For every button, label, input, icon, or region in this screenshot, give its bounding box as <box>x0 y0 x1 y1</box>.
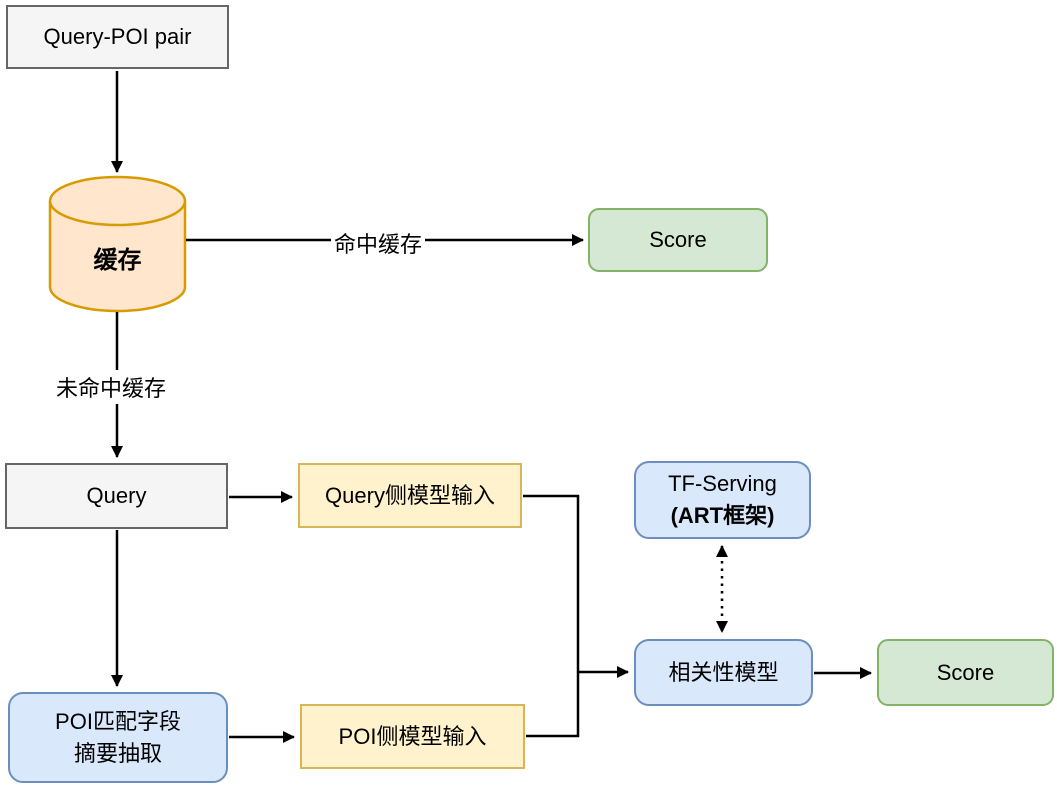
node-query-side-model-input-label: Query侧模型输入 <box>325 482 495 508</box>
node-poi-field-summary-extract-line2: 摘要抽取 <box>73 740 162 766</box>
node-score-final: Score <box>877 639 1054 706</box>
node-tf-serving: TF-Serving (ART框架) <box>634 461 811 539</box>
node-query-poi-pair-label: Query-POI pair <box>43 24 192 50</box>
edge-label-cache-miss: 未命中缓存 <box>53 370 170 404</box>
node-relevance-model: 相关性模型 <box>634 639 813 706</box>
node-relevance-model-label: 相关性模型 <box>668 659 779 685</box>
node-poi-field-summary-extract: POI匹配字段 摘要抽取 <box>8 692 228 783</box>
node-tf-serving-line1: TF-Serving <box>668 471 777 497</box>
node-poi-side-model-input: POI侧模型输入 <box>300 704 525 769</box>
node-cache-label: 缓存 <box>93 247 142 274</box>
node-query-poi-pair: Query-POI pair <box>6 5 229 69</box>
cache-cylinder-shape <box>48 175 187 313</box>
node-query-label: Query <box>86 483 147 509</box>
node-poi-side-model-input-label: POI侧模型输入 <box>338 723 487 749</box>
edge-label-cache-hit: 命中缓存 <box>331 226 426 260</box>
node-score-final-label: Score <box>936 659 995 685</box>
node-score-cache-hit: Score <box>588 208 768 272</box>
node-query: Query <box>5 463 228 529</box>
node-query-side-model-input: Query侧模型输入 <box>298 463 522 528</box>
node-score-cache-hit-label: Score <box>649 227 707 253</box>
node-poi-field-summary-extract-line1: POI匹配字段 <box>55 708 181 734</box>
node-tf-serving-line2: (ART框架) <box>670 503 775 528</box>
edge-inputs-join <box>523 494 580 738</box>
